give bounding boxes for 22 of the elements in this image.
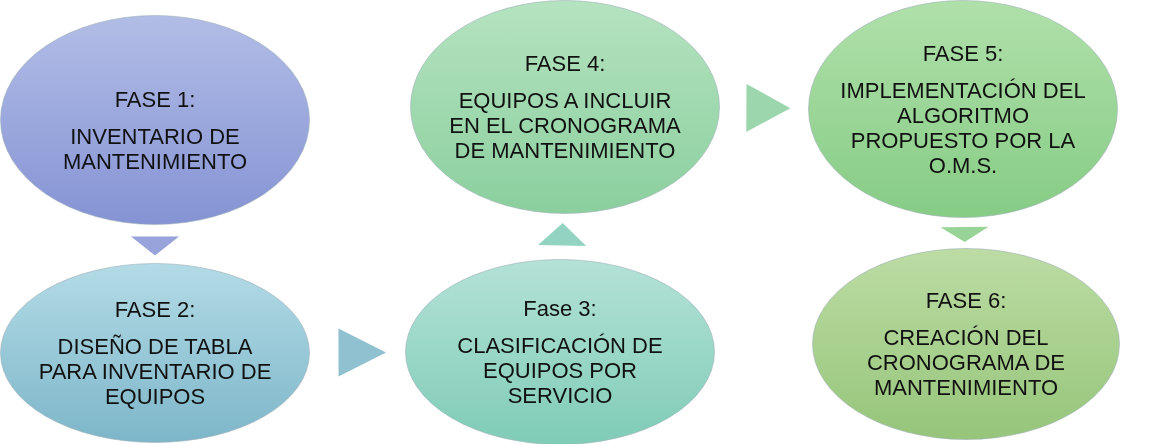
phase-description: CREACIÓN DEL CRONOGRAMA DE MANTENIMIENTO (866, 325, 1066, 400)
phase-ellipse (812, 248, 1120, 440)
arrow (131, 236, 179, 256)
phase-description: DISEÑO DE TABLA PARA INVENTARIO DE EQUIPOS (37, 334, 273, 409)
phase-heading: FASE 1: (113, 86, 197, 112)
arrow (940, 226, 989, 242)
phase-ellipse (0, 263, 310, 443)
phase-ellipse (808, 0, 1118, 218)
phase-heading: FASE 5: (921, 40, 1005, 66)
phase-heading: FASE 2: (113, 297, 197, 322)
phase-description: IMPLEMENTACIÓN DEL ALGORITMO PROPUESTO POR LA O.M.S. (839, 77, 1087, 178)
phase-description: EQUIPOS A INCLUIR EN EL CRONOGRAMA DE MANTENIMIENTO (448, 88, 682, 163)
phase-ellipse (410, 0, 720, 214)
phase-description: CLASIFICACIÓN DE EQUIPOS POR SERVICIO (456, 333, 664, 408)
phase-heading: FASE 4: (523, 51, 607, 76)
arrow (538, 223, 587, 246)
arrow (338, 328, 386, 377)
phase-heading: Fase 3: (522, 296, 598, 321)
phase-heading: FASE 6: (924, 288, 1008, 313)
arrow (746, 83, 791, 132)
phase-description: INVENTARIO DE MANTENIMIENTO (61, 123, 249, 174)
phase-ellipse (0, 15, 310, 225)
